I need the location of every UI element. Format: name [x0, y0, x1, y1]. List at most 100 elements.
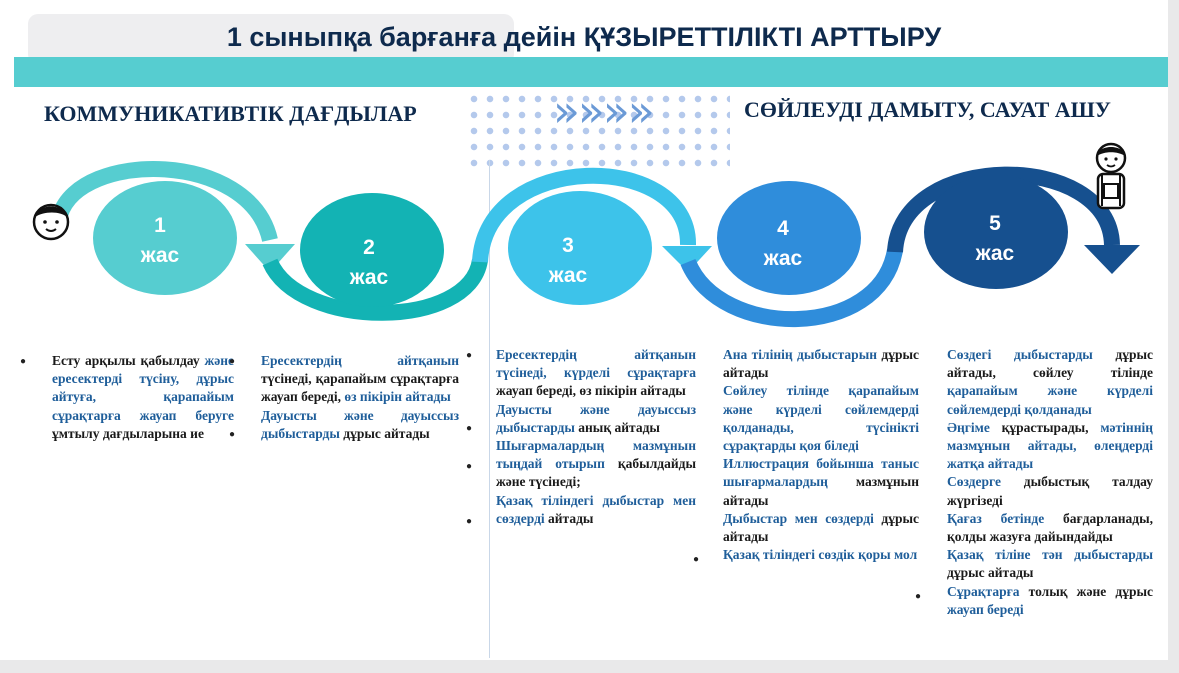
stage-number: 3	[562, 234, 574, 257]
stage-number: 2	[363, 236, 375, 259]
item-text: Қазақ тіліндегі дыбыстар мен	[496, 492, 696, 508]
stage-unit: жас	[140, 244, 180, 267]
arrow-head-5	[1084, 245, 1140, 274]
item-text: түсінікті сұрақтарды қоя біледі	[723, 419, 919, 454]
bullet-icon: ●	[20, 356, 27, 367]
item-text: дыбыстарды	[261, 425, 344, 441]
item-text: сөздерді	[496, 510, 549, 526]
item-text: дұрыс айтады, сөйлеу тілінде	[947, 347, 1153, 381]
bullet-icon: ●	[229, 429, 236, 440]
item-text: дыбыстық талдау жүргізеді	[947, 474, 1153, 508]
bullet-icon: ●	[466, 461, 473, 472]
title-band	[14, 57, 1168, 87]
column-age-5: ● Сөздегі дыбыстарды дұрыс айтады, сөйле…	[915, 346, 1153, 619]
item-text: мәтіннің мазмұнын айтады, өлеңдерді жатқ…	[947, 419, 1153, 472]
item-text: Қазақ тіліндегі сөздік қоры мол	[723, 547, 918, 563]
list-item: Дауысты және дауыссыз дыбыстарды дұрыс а…	[261, 407, 459, 443]
item-text: дұрыс айтады	[947, 565, 1034, 581]
title-box	[28, 14, 514, 64]
bullet-icon: ●	[693, 554, 700, 565]
list-item: ●Есту арқылы қабылдау және ересектерді т…	[20, 352, 234, 443]
arc-1	[52, 161, 278, 243]
stage-circle-3	[508, 191, 652, 305]
bullet-icon: ●	[466, 350, 473, 361]
item-text: тыңдай отырып	[496, 456, 618, 472]
item-text: дыбыстарды	[496, 419, 579, 435]
stage-circle-4	[717, 181, 861, 295]
stage-unit: жас	[975, 242, 1015, 265]
item-text: Сөздерге	[947, 474, 1024, 490]
bullet-icon: ●	[229, 356, 236, 367]
item-text: Дауысты және дауыссыз	[496, 401, 696, 417]
item-text: дұрыс айтады	[723, 510, 919, 545]
list-item: Әңгіме құрастырады, мәтіннің мазмұнын ай…	[947, 419, 1153, 474]
column-age-1: ●Есту арқылы қабылдау және ересектерді т…	[20, 352, 234, 443]
item-text: Ересектердің айтқанын	[496, 347, 696, 362]
item-text: анық айтады	[578, 419, 660, 435]
item-text: сөздерді	[825, 510, 882, 526]
arrow-head-1	[245, 244, 295, 272]
item-text: құрастырады,	[1001, 419, 1101, 435]
list-item: Шығармалардың мазмұнын тыңдай отырып қаб…	[496, 437, 696, 492]
arrow-head-3	[662, 246, 712, 272]
item-text: жауап береді	[947, 601, 1024, 617]
stage-label-1: 1 жас	[110, 211, 210, 271]
item-text: мазмұнын айтады	[723, 474, 919, 508]
item-text: дұрыс айтады	[723, 347, 919, 381]
column-age-4: ● Ана тілінің дыбыстарын дұрыс айтады Сө…	[693, 346, 919, 565]
dot-pattern	[466, 91, 730, 175]
arc-2	[262, 258, 488, 321]
list-item: Дауысты және дауыссыз дыбыстарды анық ай…	[496, 401, 696, 437]
item-text: дұрыс айтады	[343, 425, 430, 441]
item-text: түсінеді, күрделі сұрақтарға	[496, 365, 696, 381]
list-item: Ана тілінің дыбыстарын дұрыс айтады	[723, 346, 919, 382]
list-item: Иллюстрация бойынша таныс шығармалардың …	[723, 455, 919, 510]
page-title: 1 сыныпқа барғанға дейін ҚҰЗЫРЕТТІЛІКТІ …	[226, 22, 942, 52]
stage-number: 5	[989, 212, 1001, 235]
bullet-icon: ●	[466, 516, 473, 527]
arc-3	[472, 167, 697, 263]
item-text: Қағаз бетінде	[947, 510, 1064, 526]
list-item: Қазақ тіліне тән дыбыстарды дұрыс айтады	[947, 546, 1153, 582]
item-text: Сөздегі дыбыстарды	[947, 347, 1116, 362]
stage-label-4: 4 жас	[733, 214, 833, 274]
list-item: Ересектердің айтқанын түсінеді, қарапайы…	[261, 352, 459, 407]
list-item: Сөйлеу тілінде қарапайым және күрделі сө…	[723, 382, 919, 455]
item-text: Иллюстрация бойынша таныс шығармалардың	[723, 456, 919, 490]
list-item: Сөздегі дыбыстарды дұрыс айтады, сөйлеу …	[947, 346, 1153, 419]
item-text: және ересектерді түсіну, дұрыс айтуға, қ…	[52, 353, 234, 423]
item-text: Шығармалардың мазмұнын	[496, 438, 696, 454]
stage-label-3: 3 жас	[518, 231, 618, 291]
stage-unit: жас	[763, 247, 803, 270]
item-text: бағдарланады, қолды жазуға дайындайды	[947, 510, 1153, 545]
item-text: Сұрақтарға	[947, 583, 1029, 599]
item-text: қарапайым және күрделі сөйлемдерді қолда…	[947, 383, 1153, 417]
item-text: жауап береді, өз пікірін айтады	[496, 383, 686, 399]
stage-circle-2	[300, 193, 444, 307]
list-item: Сұрақтарға толық және дұрыс жауап береді	[947, 583, 1153, 619]
item-text: Қазақ тіліне тән дыбыстарды	[947, 547, 1153, 563]
item-text: Ересектердің айтқанын	[261, 353, 459, 368]
item-text: өз пікірін айтады	[344, 389, 451, 405]
stage-circle-1	[93, 181, 237, 295]
item-text: Дауысты және дауыссыз	[261, 407, 459, 423]
flow-diagram	[52, 161, 1140, 328]
list-item: Қазақ тіліндегі дыбыстар мен сөздерді ай…	[496, 492, 696, 528]
divider-line	[489, 160, 490, 658]
chevrons-decoration: »»»»	[553, 86, 655, 137]
stage-number: 1	[154, 214, 166, 237]
item-text: Әңгіме	[947, 419, 1002, 435]
section-communication: КОММУНИКАТИВТІК ДАҒДЫЛАР	[44, 101, 417, 126]
list-item: Дыбыстар мен сөздерді дұрыс айтады	[723, 510, 919, 546]
list-item: Қағаз бетінде бағдарланады, қолды жазуға…	[947, 510, 1153, 546]
column-age-2: ● ● Ересектердің айтқанын түсінеді, қара…	[229, 352, 459, 443]
stage-unit: жас	[548, 264, 588, 287]
item-text: түсінеді, қарапайым сұрақтарға жауап бер…	[261, 371, 459, 405]
schoolchild-icon	[1095, 142, 1127, 210]
slide: 1 сыныпқа барғанға дейін ҚҰЗЫРЕТТІЛІКТІ …	[0, 0, 1168, 660]
baby-face-icon	[32, 203, 70, 241]
item-text: Ана тілінің дыбыстарын	[723, 347, 882, 362]
stage-number: 4	[777, 217, 789, 240]
item-text: Дыбыстар мен	[723, 510, 826, 526]
stage-circle-5	[924, 175, 1068, 289]
